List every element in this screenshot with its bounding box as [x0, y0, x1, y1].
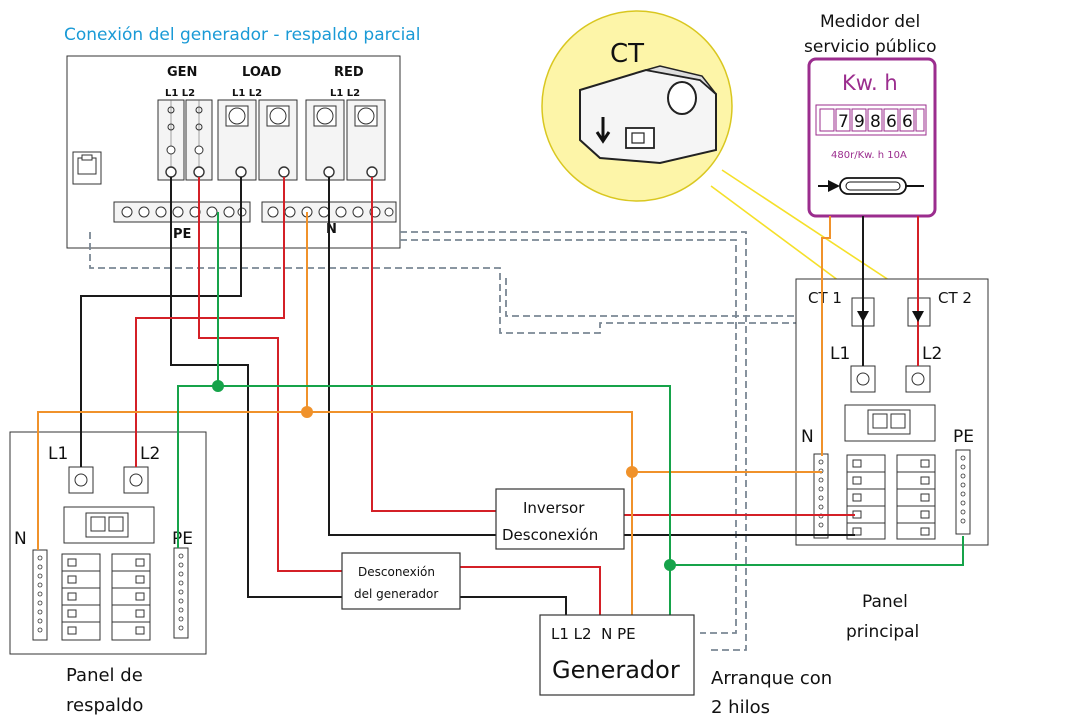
main-panel: CT 1 CT 2 L1 L2 N PE [795, 278, 989, 546]
ct1-label: CT 1 [808, 289, 842, 307]
ethernet-port-icon [72, 151, 102, 185]
ct-arrows [857, 311, 924, 322]
load-pole-labels: L1 L2 [232, 88, 262, 99]
backup-panel: L1 L2 N PE [9, 431, 207, 655]
meter-unit: Kw. h [842, 71, 898, 95]
ct2-label: CT 2 [938, 289, 972, 307]
utility-meter: Kw. h 7 9 8 6 6 480r/Kw. h 10A [807, 57, 937, 218]
meter-digit-1: 7 [838, 112, 849, 132]
backup-n-label: N [14, 529, 27, 549]
junction-ground-1 [212, 380, 224, 392]
main-n-label: N [801, 427, 814, 447]
grid-terminals [305, 99, 386, 181]
inverter-disconnect-line1: Inversor [523, 499, 585, 517]
generator-disconnect-box: Desconexión del generador [341, 552, 461, 610]
group-label-gen: GEN [167, 65, 197, 80]
meter-spec: 480r/Kw. h 10A [831, 150, 907, 161]
generator-terminal-labels: L1 L2 N PE [551, 625, 636, 643]
junction-ground-2 [664, 559, 676, 571]
meter-disc-icon [818, 177, 924, 195]
main-l1-label: L1 [830, 344, 850, 364]
backup-l1-label: L1 [48, 444, 68, 464]
meter-caption-line1: Medidor del [820, 12, 920, 32]
pe-bus-label: PE [173, 227, 191, 242]
two-wire-start-cable [89, 231, 910, 651]
green-ground-wires [177, 212, 964, 615]
inverter-terminal-box: GEN LOAD RED L1 L2 L1 L2 L1 L2 [66, 55, 401, 249]
meter-digit-3: 8 [870, 112, 881, 132]
main-panel-caption-line1: Panel [862, 592, 908, 612]
meter-digit-5: 6 [902, 112, 913, 132]
gen-pole-labels: L1 L2 [165, 88, 195, 99]
main-pe-label: PE [953, 427, 974, 447]
backup-l2-label: L2 [140, 444, 160, 464]
generator-start-line2: 2 hilos [711, 697, 770, 718]
generator-disconnect-line2: del generador [354, 587, 438, 601]
main-panel-caption-line2: principal [846, 622, 919, 642]
neutral-bus-label: N [326, 222, 337, 237]
backup-breakers [61, 553, 151, 641]
diagram-title: Conexión del generador - respaldo parcia… [64, 25, 420, 45]
main-breakers [846, 454, 936, 540]
junction-neutral-2 [626, 466, 638, 478]
generator-name: Generador [552, 656, 680, 684]
backup-panel-caption-line2: respaldo [66, 695, 143, 716]
gen-terminals [157, 99, 213, 181]
meter-digit-cells [819, 108, 925, 132]
meter-digit-2: 9 [854, 112, 865, 132]
group-label-load: LOAD [242, 65, 282, 80]
inverter-disconnect-box: Inversor Desconexión [495, 488, 625, 550]
group-label-red: RED [334, 65, 364, 80]
meter-digit-4: 6 [886, 112, 897, 132]
pe-bus-bar [113, 201, 251, 223]
generator-start-line1: Arranque con [711, 668, 832, 689]
load-terminals [217, 99, 298, 181]
current-clamp-icon [579, 65, 717, 165]
generator-box: L1 L2 N PE Generador [539, 614, 695, 696]
red-wires [135, 177, 919, 615]
black-wires [80, 177, 864, 615]
generator-disconnect-line1: Desconexión [358, 565, 435, 579]
orange-neutral-wires [37, 212, 831, 615]
ct-bubble-label: CT [610, 39, 644, 69]
main-l2-label: L2 [922, 344, 942, 364]
inverter-disconnect-line2: Desconexión [502, 526, 598, 544]
junction-neutral-1 [301, 406, 313, 418]
ct-bubble: CT [541, 10, 733, 202]
backup-pe-label: PE [172, 529, 193, 549]
backup-bar-screws [37, 553, 184, 633]
meter-caption-line2: servicio público [804, 37, 937, 57]
red-pole-labels: L1 L2 [330, 88, 360, 99]
backup-panel-caption-line1: Panel de [66, 665, 143, 686]
